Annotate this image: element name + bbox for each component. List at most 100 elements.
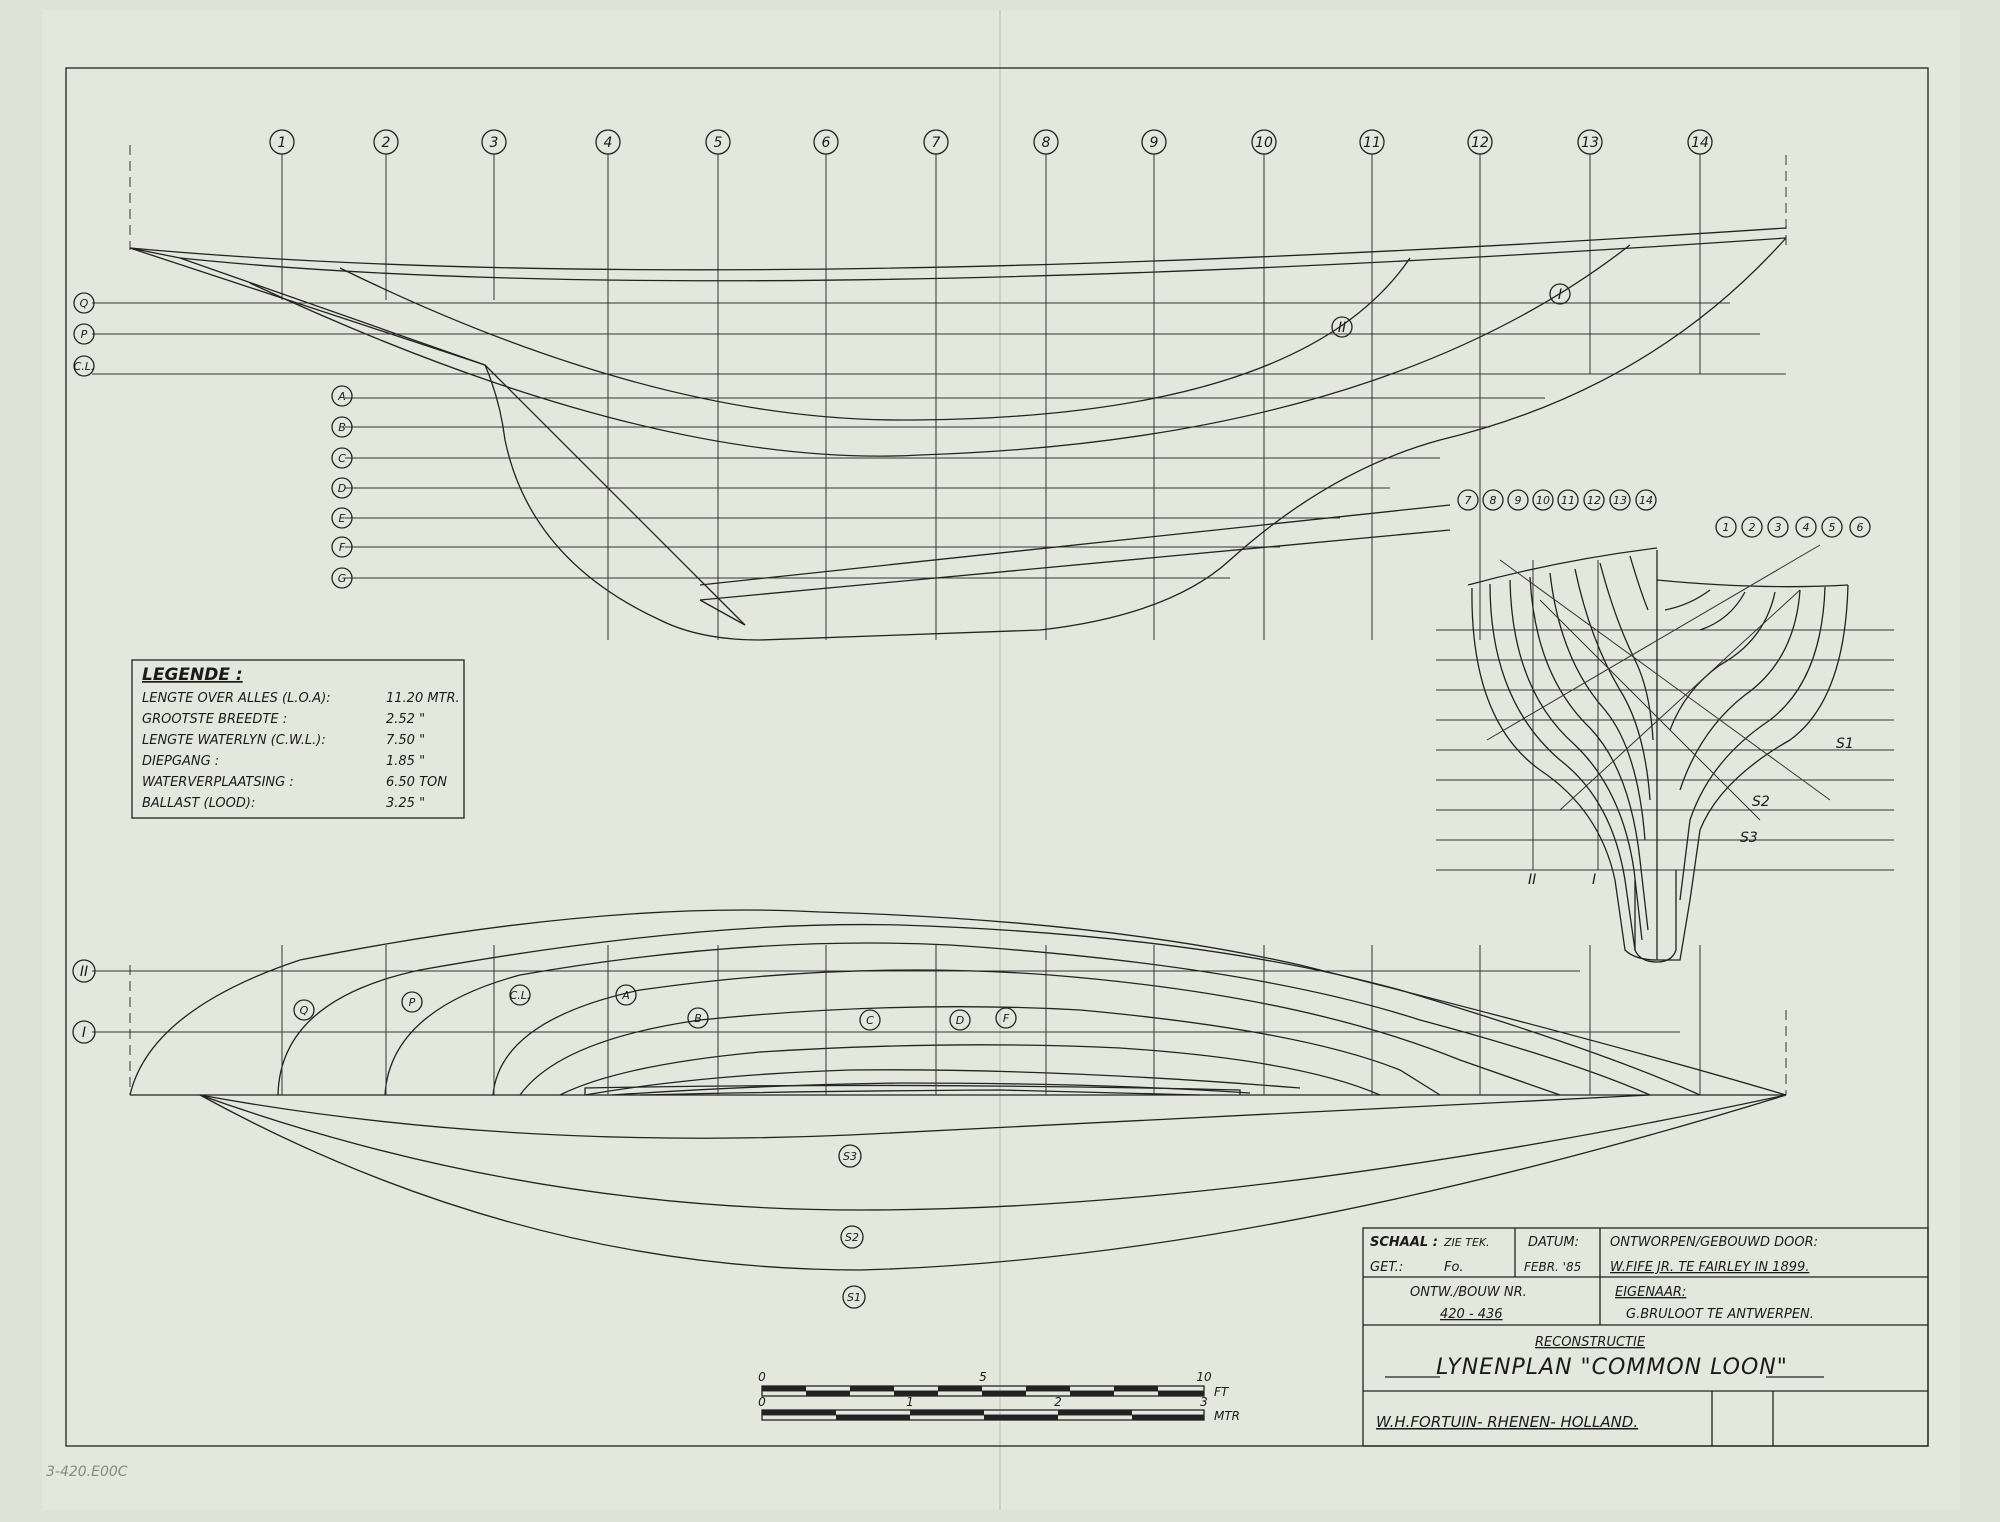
get-value: Fo.	[1444, 1260, 1464, 1275]
station-marker	[1033, 129, 1059, 155]
hb-buttock-tag-2: II	[80, 964, 88, 980]
waterline-marker	[331, 507, 353, 529]
body-fwd-station: 1	[1723, 521, 1730, 534]
legend-box: LEGENDE : LENGTE OVER ALLES (L.O.A): 11.2…	[131, 659, 465, 819]
station-marker	[1577, 129, 1603, 155]
eigenaar-value: G.BRULOOT TE ANTWERPEN.	[1626, 1307, 1814, 1322]
station-number: 10	[1255, 135, 1273, 151]
waterline-label: F	[339, 541, 346, 554]
station-marker	[1467, 129, 1493, 155]
waterline-marker	[331, 477, 353, 499]
legend-row-value: 1.85 "	[386, 754, 425, 769]
waterline-marker	[331, 567, 353, 589]
profile-view	[92, 145, 1787, 641]
ontworpen-value: W.FIFE JR. TE FAIRLEY IN 1899.	[1610, 1260, 1809, 1275]
legend-title: LEGENDE :	[142, 665, 243, 685]
hb-diagonal-marker	[840, 1225, 864, 1249]
scale-ft-10: 10	[1196, 1370, 1212, 1384]
body-aft-station: 8	[1490, 494, 1497, 507]
body-fwd-station: 6	[1857, 521, 1864, 534]
station-marker	[1141, 129, 1167, 155]
get-label: GET.:	[1370, 1260, 1403, 1275]
waterline-label: C.L.	[74, 360, 95, 373]
legend-row-value: 7.50 "	[386, 733, 425, 748]
hb-waterline-marker	[293, 999, 315, 1021]
station-number: 8	[1042, 135, 1051, 151]
drawing-title: LYNENPLAN "COMMON LOON"	[1436, 1355, 1788, 1380]
station-number: 14	[1691, 135, 1709, 151]
waterline-label: Q	[80, 297, 89, 310]
body-aft-station: 10	[1536, 494, 1550, 507]
drawing-border	[65, 67, 1929, 1447]
hb-diagonal-label: S3	[843, 1150, 857, 1163]
eigenaar-label: EIGENAAR:	[1615, 1285, 1686, 1300]
title-block: SCHAAL : ZIE TEK. DATUM: GET.: Fo. FEBR.…	[1362, 1227, 1929, 1447]
station-number: 3	[490, 135, 499, 151]
station-marker	[1251, 129, 1277, 155]
station-marker	[705, 129, 731, 155]
legend-row-value: 11.20 MTR.	[386, 691, 460, 706]
body-diag-tag-s2: S2	[1752, 794, 1770, 810]
hb-waterline-label: F	[1003, 1012, 1010, 1025]
scale-mtr-3: 3	[1200, 1395, 1208, 1409]
legend-row-label: DIEPGANG :	[142, 754, 219, 769]
hb-waterline-marker	[401, 991, 423, 1013]
waterline-marker	[73, 323, 95, 345]
hb-waterline-marker	[995, 1007, 1017, 1029]
body-station-marker	[1767, 516, 1789, 538]
waterline-label: E	[339, 512, 346, 525]
legend-row-label: LENGTE OVER ALLES (L.O.A):	[142, 691, 331, 706]
body-station-marker	[1457, 489, 1479, 511]
scale-bar: 0 5 10 FT 0 1 2 3 MTR	[758, 1370, 1240, 1423]
body-diag-tag-s3: S3	[1740, 830, 1758, 846]
hb-buttock-tag-1: I	[82, 1025, 86, 1041]
legend-row-label: WATERVERPLAATSING :	[142, 775, 294, 790]
body-diag-tag-s1: S1	[1836, 736, 1854, 752]
station-number: 2	[382, 135, 391, 151]
hb-waterline-label: B	[694, 1012, 702, 1025]
schaal-label: SCHAAL :	[1370, 1235, 1438, 1250]
bouw-label: ONTW./BOUW NR.	[1410, 1285, 1527, 1300]
body-buttock-tag-2: II	[1528, 872, 1536, 888]
hb-waterline-marker	[687, 1007, 709, 1029]
hb-waterline-label: Q	[300, 1004, 309, 1017]
station-number: 13	[1581, 135, 1599, 151]
body-fwd-station: 5	[1829, 521, 1836, 534]
body-aft-station: 11	[1561, 494, 1575, 507]
drawing-subtitle: RECONSTRUCTIE	[1535, 1335, 1646, 1350]
station-number: 7	[932, 135, 941, 151]
body-station-marker	[1609, 489, 1631, 511]
station-number: 11	[1363, 135, 1381, 151]
pencil-note: 3-420.E00C	[46, 1464, 128, 1480]
station-number: 12	[1471, 135, 1489, 151]
datum-value: FEBR. '85	[1524, 1260, 1581, 1274]
body-fwd-station: 4	[1803, 521, 1810, 534]
scale-mtr-2: 2	[1054, 1395, 1062, 1409]
body-aft-station: 14	[1639, 494, 1653, 507]
waterline-label: G	[338, 572, 347, 585]
scale-mtr-unit: MTR	[1214, 1409, 1240, 1423]
body-station-marker	[1583, 489, 1605, 511]
station-number: 4	[604, 135, 613, 151]
body-station-marker	[1482, 489, 1504, 511]
body-aft-station: 7	[1465, 494, 1472, 507]
hb-waterline-label: C.L.	[510, 989, 531, 1002]
station-marker	[595, 129, 621, 155]
legend-row-value: 6.50 TON	[386, 775, 447, 790]
legend-row-label: BALLAST (LOOD):	[142, 796, 255, 811]
body-station-marker	[1507, 489, 1529, 511]
station-marker	[1359, 129, 1385, 155]
hb-waterline-marker	[615, 984, 637, 1006]
station-marker	[1687, 129, 1713, 155]
schaal-value: ZIE TEK.	[1443, 1236, 1490, 1249]
profile-buttock-tag-2: II	[1338, 320, 1346, 336]
hb-diagonal-marker	[842, 1285, 866, 1309]
hb-waterline-marker	[509, 984, 531, 1006]
ontworpen-label: ONTWORPEN/GEBOUWD DOOR:	[1610, 1235, 1818, 1250]
hb-waterline-marker	[859, 1009, 881, 1031]
body-fwd-station: 2	[1749, 521, 1756, 534]
hb-waterline-label: C	[866, 1014, 874, 1027]
station-marker	[481, 129, 507, 155]
waterline-label: B	[338, 421, 346, 434]
